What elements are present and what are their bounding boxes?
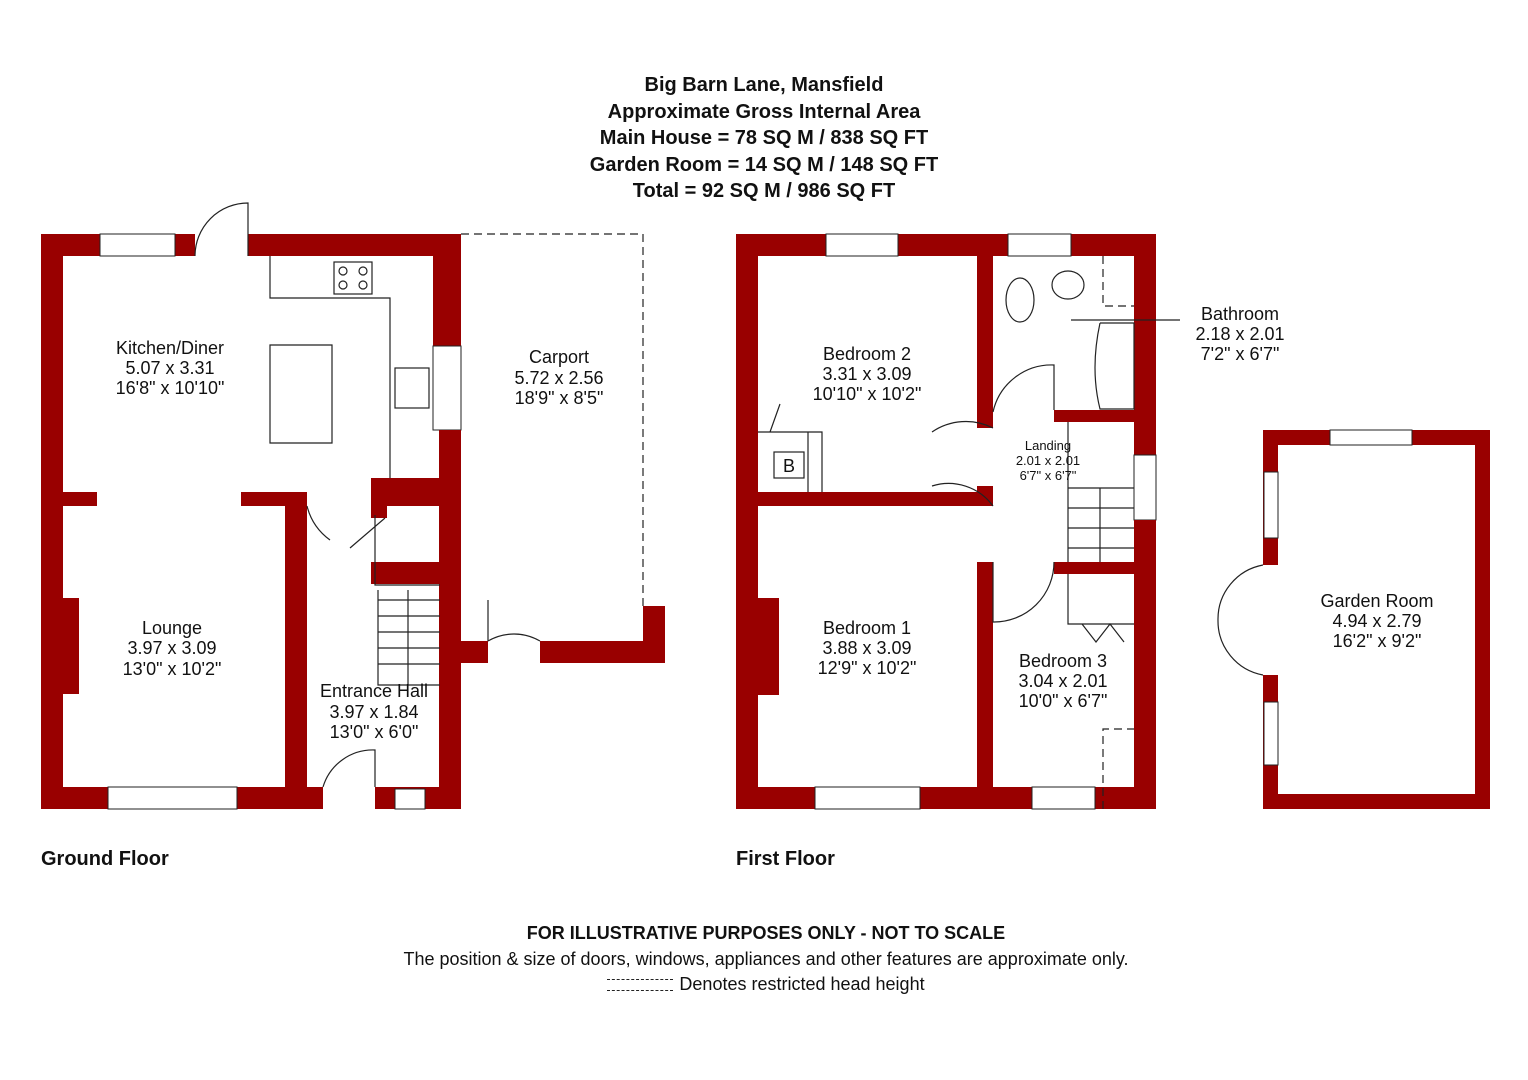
room-size-metric: 2.01 x 2.01 bbox=[1016, 453, 1080, 468]
room-name: Kitchen/Diner bbox=[116, 338, 224, 358]
room-size-imperial: 10'0" x 6'7" bbox=[1019, 691, 1108, 711]
room-carport: Carport 5.72 x 2.56 18'9" x 8'5" bbox=[514, 347, 603, 408]
sink-icon bbox=[394, 367, 430, 409]
room-size-metric: 3.97 x 1.84 bbox=[329, 702, 418, 722]
room-lounge: Lounge 3.97 x 3.09 13'0" x 10'2" bbox=[123, 618, 222, 679]
address-title: Big Barn Lane, Mansfield bbox=[644, 74, 884, 96]
ground-floor-fixtures bbox=[194, 202, 644, 788]
room-size-metric: 3.88 x 3.09 bbox=[822, 638, 911, 658]
room-size-metric: 3.31 x 3.09 bbox=[822, 364, 911, 384]
room-size-imperial: 18'9" x 8'5" bbox=[515, 388, 604, 408]
basin-icon bbox=[1051, 270, 1085, 300]
legend: Denotes restricted head height bbox=[0, 974, 1528, 995]
room-size-imperial: 13'0" x 10'2" bbox=[123, 659, 222, 679]
room-name: Lounge bbox=[142, 618, 202, 638]
total-area: Total = 92 SQ M / 986 SQ FT bbox=[632, 180, 896, 202]
ground-floor-walls bbox=[41, 233, 665, 810]
room-size-metric: 3.04 x 2.01 bbox=[1018, 671, 1107, 691]
first-floor-fixtures: B bbox=[758, 256, 1180, 809]
legend-text: Denotes restricted head height bbox=[679, 974, 925, 994]
room-bedroom-3: Bedroom 3 3.04 x 2.01 10'0" x 6'7" bbox=[1018, 651, 1107, 711]
room-size-imperial: 12'9" x 10'2" bbox=[818, 658, 917, 678]
room-name: Bedroom 3 bbox=[1019, 651, 1107, 671]
room-size-metric: 5.72 x 2.56 bbox=[514, 368, 603, 388]
plan-header: Big Barn Lane, Mansfield Approximate Gro… bbox=[0, 72, 1528, 205]
room-landing: Landing 2.01 x 2.01 6'7" x 6'7" bbox=[1016, 438, 1080, 483]
room-bedroom-2: Bedroom 2 3.31 x 3.09 10'10" x 10'2" bbox=[813, 344, 922, 404]
room-size-metric: 4.94 x 2.79 bbox=[1332, 611, 1421, 631]
ground-floor-label: Ground Floor bbox=[41, 848, 169, 870]
room-name: Bedroom 2 bbox=[823, 344, 911, 364]
area-title: Approximate Gross Internal Area bbox=[607, 100, 921, 123]
room-size-imperial: 16'8" x 10'10" bbox=[116, 378, 225, 398]
room-size-imperial: 13'0" x 6'0" bbox=[330, 722, 419, 742]
first-floor-label: First Floor bbox=[736, 848, 835, 870]
garden-room-walls bbox=[1217, 429, 1490, 809]
room-size-metric: 5.07 x 3.31 bbox=[125, 358, 214, 378]
garden-room-area: Garden Room = 14 SQ M / 148 SQ FT bbox=[589, 153, 939, 176]
room-bathroom: Bathroom 2.18 x 2.01 7'2" x 6'7" bbox=[1195, 304, 1284, 364]
room-name: Garden Room bbox=[1320, 591, 1433, 611]
first-floor-walls bbox=[736, 233, 1157, 810]
room-size-metric: 2.18 x 2.01 bbox=[1195, 324, 1284, 344]
room-name: Bathroom bbox=[1201, 304, 1279, 324]
room-name: Bedroom 1 bbox=[823, 618, 911, 638]
room-name: Carport bbox=[529, 347, 589, 367]
room-size-imperial: 16'2" x 9'2" bbox=[1333, 631, 1422, 651]
room-name: Entrance Hall bbox=[320, 681, 428, 701]
hob-icon bbox=[333, 261, 373, 295]
room-size-imperial: 6'7" x 6'7" bbox=[1020, 468, 1077, 483]
room-garden-room: Garden Room 4.94 x 2.79 16'2" x 9'2" bbox=[1320, 591, 1433, 651]
boiler-icon bbox=[773, 451, 805, 479]
room-entrance-hall: Entrance Hall 3.97 x 1.84 13'0" x 6'0" bbox=[320, 681, 428, 742]
room-size-metric: 3.97 x 3.09 bbox=[127, 638, 216, 658]
room-bedroom-1: Bedroom 1 3.88 x 3.09 12'9" x 10'2" bbox=[818, 618, 917, 678]
approximation-note: The position & size of doors, windows, a… bbox=[403, 949, 1129, 969]
main-house-area: Main House = 78 SQ M / 838 SQ FT bbox=[599, 127, 929, 149]
restricted-height-legend-icon bbox=[607, 979, 674, 992]
room-size-imperial: 10'10" x 10'2" bbox=[813, 384, 922, 404]
disclaimer: FOR ILLUSTRATIVE PURPOSES ONLY - NOT TO … bbox=[526, 923, 1006, 943]
boiler-label: B bbox=[783, 456, 795, 476]
room-size-imperial: 7'2" x 6'7" bbox=[1201, 344, 1280, 364]
room-kitchen-diner: Kitchen/Diner 5.07 x 3.31 16'8" x 10'10" bbox=[116, 338, 225, 398]
bath-icon bbox=[1094, 322, 1135, 410]
room-name: Landing bbox=[1025, 438, 1071, 453]
toilet-icon bbox=[1005, 277, 1035, 323]
